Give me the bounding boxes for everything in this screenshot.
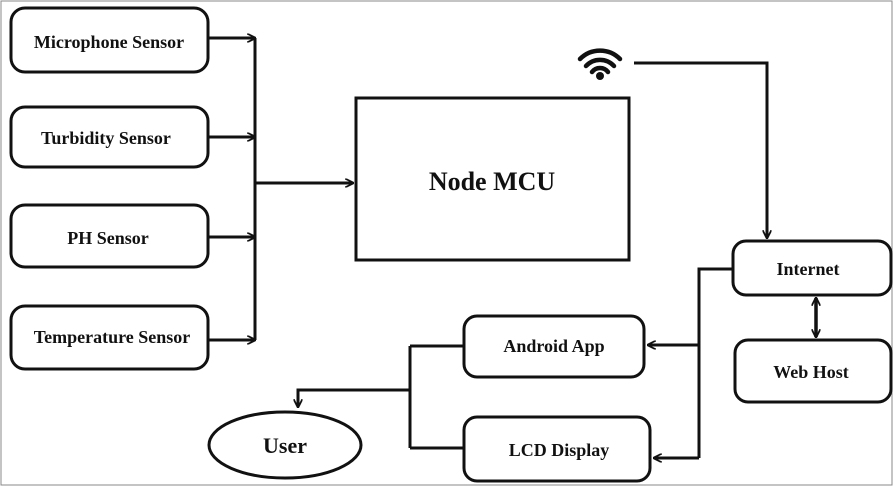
lcd-display-label: LCD Display	[509, 440, 610, 460]
temperature-sensor-label: Temperature Sensor	[34, 327, 191, 347]
ph-sensor-label: PH Sensor	[67, 228, 149, 248]
sensor-connectors	[208, 38, 353, 340]
microphone-sensor-label: Microphone Sensor	[34, 32, 184, 52]
internet-box: Internet	[731, 239, 893, 297]
outputs-to-user-connectors	[298, 344, 464, 450]
wifi-to-internet-arrow	[634, 61, 767, 238]
internet-to-outputs-connectors	[648, 267, 733, 458]
web-host-box: Web Host	[733, 338, 893, 404]
internet-label: Internet	[777, 259, 840, 279]
user-node: User	[207, 410, 363, 480]
web-host-label: Web Host	[773, 362, 849, 382]
node-mcu-box: Node MCU	[354, 96, 631, 262]
microphone-sensor-box: Microphone Sensor	[9, 6, 210, 74]
turbidity-sensor-label: Turbidity Sensor	[41, 128, 171, 148]
node-mcu-label: Node MCU	[429, 167, 556, 196]
lcd-display-box: LCD Display	[462, 415, 652, 483]
android-app-label: Android App	[503, 336, 604, 356]
temperature-sensor-box: Temperature Sensor	[9, 304, 210, 371]
ph-sensor-box: PH Sensor	[9, 203, 210, 269]
to-user-arrow	[298, 388, 410, 407]
android-app-box: Android App	[462, 314, 646, 379]
wifi-icon	[577, 48, 623, 80]
user-label: User	[263, 433, 307, 458]
turbidity-sensor-box: Turbidity Sensor	[9, 105, 210, 169]
